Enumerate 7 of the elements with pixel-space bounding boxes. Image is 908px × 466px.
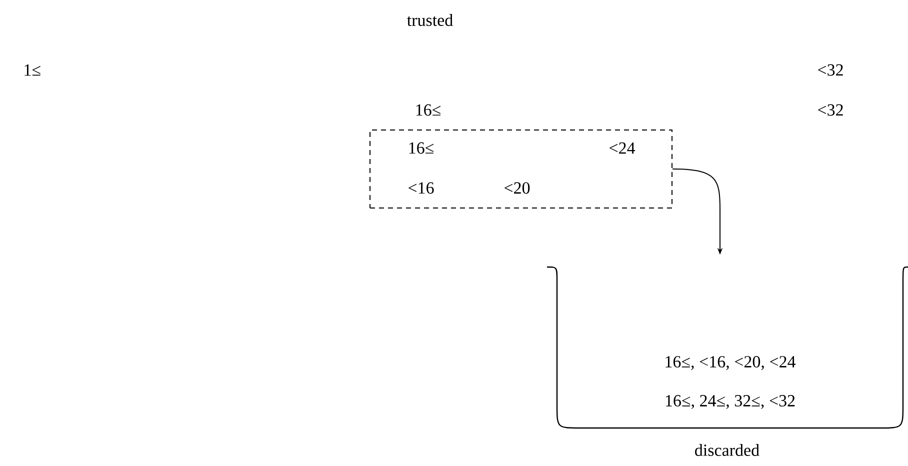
label: 1≤	[24, 64, 40, 76]
bucket: 16≤, <16, <20, <24 16≤, 24≤, 32≤, <32	[546, 266, 908, 429]
label: <32	[818, 64, 843, 76]
label: <32	[818, 104, 843, 116]
dashed-box: 16≤ <24 <16 <20	[370, 130, 672, 208]
bucket-caption: discarded	[695, 444, 760, 456]
title: trusted	[407, 14, 453, 26]
